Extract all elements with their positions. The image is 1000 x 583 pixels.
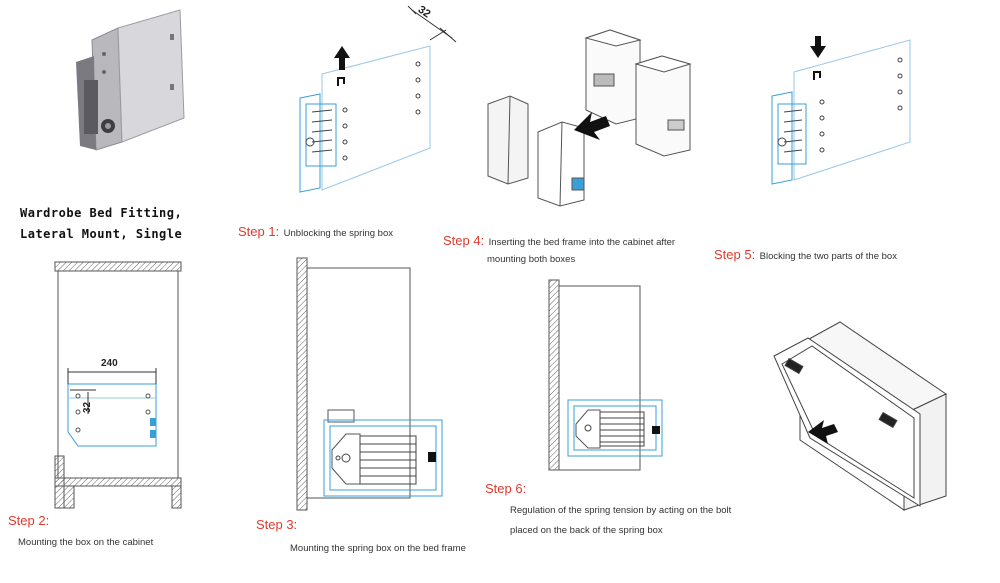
step1-caption: Step 1: Unblocking the spring box: [238, 223, 393, 241]
step4-label: Step 4:: [443, 233, 485, 248]
insert-arrow-icon: [574, 112, 610, 140]
step6-text-1: Regulation of the spring tension by acti…: [510, 505, 732, 516]
down-arrow-icon: [810, 36, 826, 80]
step5-label: Step 5:: [714, 247, 756, 262]
step3-label: Step 3:: [256, 517, 298, 532]
step6-drawing: [548, 279, 663, 471]
step3-drawing: [296, 257, 443, 511]
up-arrow-icon: [334, 46, 350, 86]
step3-text: Mounting the spring box on the bed frame: [290, 543, 466, 554]
step2-label: Step 2:: [8, 513, 50, 528]
step1-label: Step 1:: [238, 224, 280, 239]
step2-drawing: [54, 261, 182, 509]
step1-drawing: [299, 5, 457, 193]
dimension-32-vertical: 32: [82, 401, 94, 414]
title-line-1: Wardrobe Bed Fitting,: [20, 206, 183, 220]
step2-text: Mounting the box on the cabinet: [18, 537, 154, 548]
pull-arrow-icon: [808, 420, 838, 444]
title-line-2: Lateral Mount, Single: [20, 227, 183, 241]
product-photo: [76, 9, 185, 151]
step4-drawing: [487, 29, 692, 207]
step4-text-1: Inserting the bed frame into the cabinet…: [488, 237, 676, 248]
step6-text-2: placed on the back of the spring box: [510, 525, 663, 536]
step4-caption: Step 4: Inserting the bed frame into the…: [443, 232, 675, 250]
cabinet-drawing: [773, 321, 948, 511]
dimension-240: 240: [101, 358, 118, 369]
step5-drawing: [771, 39, 911, 185]
step4-text-2: mounting both boxes: [487, 254, 576, 265]
step1-text: Unblocking the spring box: [283, 228, 393, 239]
step5-caption: Step 5: Blocking the two parts of the bo…: [714, 246, 897, 264]
step5-text: Blocking the two parts of the box: [759, 251, 897, 262]
step6-label: Step 6:: [485, 481, 527, 496]
